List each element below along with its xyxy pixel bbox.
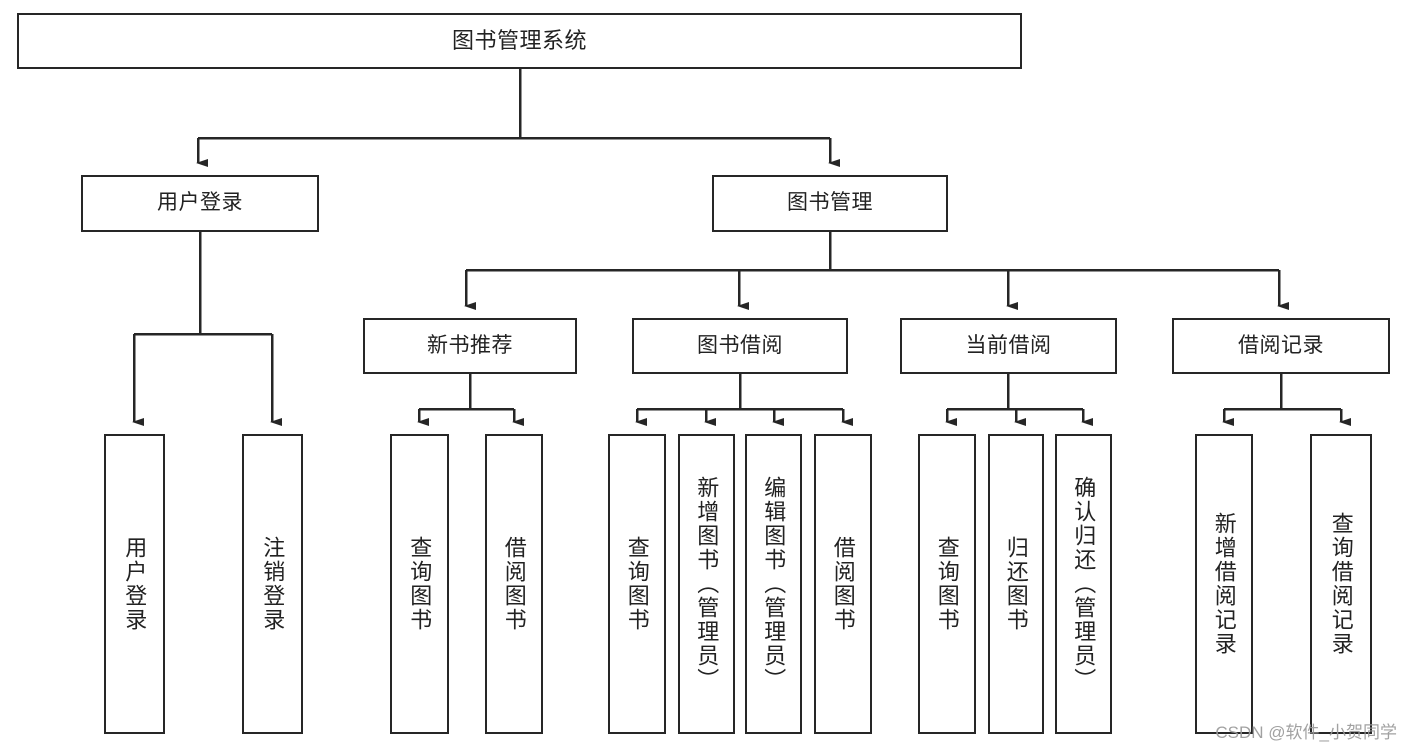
node-borrow-record[interactable]: 借阅记录	[1172, 318, 1390, 374]
node-user-login-label: 用户登录	[157, 191, 243, 215]
node-leaf-return-book[interactable]: 归还图书	[988, 434, 1044, 734]
node-book-borrow[interactable]: 图书借阅	[632, 318, 848, 374]
node-leaf-confirm-return[interactable]: 确认归还（管理员）	[1055, 434, 1112, 734]
node-leaf-borrow-book-1-label: 借阅图书	[501, 536, 527, 632]
node-leaf-borrow-book-2-label: 借阅图书	[830, 536, 856, 632]
node-leaf-user-login[interactable]: 用户登录	[104, 434, 165, 734]
node-leaf-query-record-label: 查询借阅记录	[1328, 512, 1354, 656]
node-leaf-query-book-1-label: 查询图书	[407, 536, 433, 632]
node-leaf-add-book-label: 新增图书（管理员）	[694, 476, 720, 692]
node-leaf-query-book-2-label: 查询图书	[624, 536, 650, 632]
node-book-manage-label: 图书管理	[787, 191, 873, 215]
node-borrow-record-label: 借阅记录	[1238, 333, 1324, 357]
node-leaf-query-book-3-label: 查询图书	[934, 536, 960, 632]
node-current-borrow-label: 当前借阅	[965, 333, 1052, 357]
node-leaf-query-record[interactable]: 查询借阅记录	[1310, 434, 1372, 734]
node-user-login[interactable]: 用户登录	[81, 175, 319, 232]
node-leaf-add-record-label: 新增借阅记录	[1211, 512, 1237, 656]
node-leaf-borrow-book-1[interactable]: 借阅图书	[485, 434, 543, 734]
node-root-label: 图书管理系统	[451, 28, 587, 54]
node-leaf-add-record[interactable]: 新增借阅记录	[1195, 434, 1253, 734]
node-leaf-logout-label: 注销登录	[260, 536, 286, 632]
node-leaf-user-login-label: 用户登录	[122, 536, 148, 632]
node-root[interactable]: 图书管理系统	[17, 13, 1022, 69]
node-leaf-logout[interactable]: 注销登录	[242, 434, 303, 734]
node-leaf-query-book-2[interactable]: 查询图书	[608, 434, 666, 734]
node-book-borrow-label: 图书借阅	[697, 333, 783, 357]
node-leaf-edit-book[interactable]: 编辑图书（管理员）	[745, 434, 802, 734]
node-leaf-add-book[interactable]: 新增图书（管理员）	[678, 434, 735, 734]
node-new-book-rec[interactable]: 新书推荐	[363, 318, 577, 374]
node-leaf-borrow-book-2[interactable]: 借阅图书	[814, 434, 872, 734]
node-new-book-rec-label: 新书推荐	[427, 333, 513, 357]
node-leaf-query-book-1[interactable]: 查询图书	[390, 434, 449, 734]
node-leaf-query-book-3[interactable]: 查询图书	[918, 434, 976, 734]
node-leaf-return-book-label: 归还图书	[1003, 536, 1029, 632]
node-leaf-edit-book-label: 编辑图书（管理员）	[761, 476, 787, 692]
watermark-text: CSDN @软件_小贺同学	[1215, 723, 1397, 742]
node-current-borrow[interactable]: 当前借阅	[900, 318, 1117, 374]
node-leaf-confirm-return-label: 确认归还（管理员）	[1071, 476, 1097, 692]
node-book-manage[interactable]: 图书管理	[712, 175, 948, 232]
